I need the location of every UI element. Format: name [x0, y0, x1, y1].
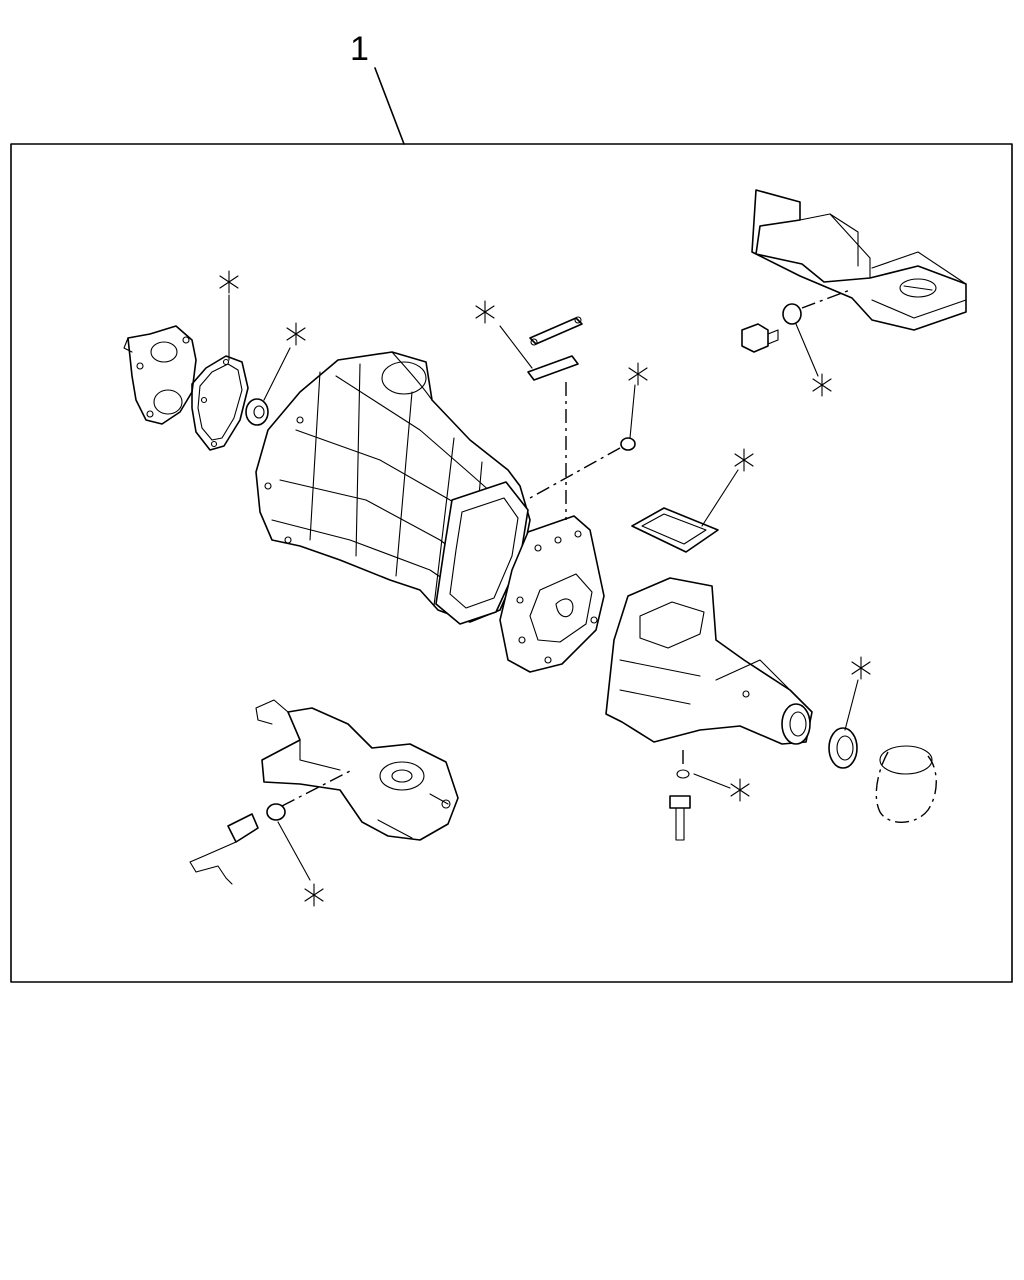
asterisk-icon	[730, 778, 750, 802]
asterisk-icon	[219, 270, 239, 294]
intermediate-plate	[499, 515, 605, 673]
leader-asterisk-link	[499, 325, 533, 369]
dust-cover	[875, 745, 937, 823]
retainer-gasket	[191, 355, 249, 451]
leader-asterisk-switchgasket	[277, 821, 311, 881]
asterisk-icon	[475, 300, 495, 324]
callout-leader-1	[374, 67, 405, 145]
leader-oring-to-case	[529, 447, 621, 499]
assembly-frame	[10, 143, 1013, 983]
rear-oil-seal	[828, 727, 858, 769]
callout-number-1: 1	[350, 30, 369, 68]
asterisk-icon	[851, 656, 871, 680]
extension-housing	[605, 577, 813, 745]
leader-asterisk-topgasket	[701, 469, 739, 527]
leader-asterisk-washer	[795, 323, 819, 377]
leader-asterisk-seal	[263, 347, 291, 401]
input-oil-seal	[245, 398, 269, 426]
leader-asterisk-rearseal	[844, 679, 859, 731]
mount-washer	[782, 303, 802, 325]
leader-asterisk-drain	[693, 773, 731, 789]
asterisk-icon	[628, 362, 648, 386]
backup-lamp-switch	[189, 813, 259, 885]
front-bearing-retainer	[123, 325, 197, 425]
asterisk-icon	[304, 883, 324, 907]
drain-plug	[669, 769, 691, 841]
asterisk-icon	[812, 373, 832, 397]
asterisk-icon	[286, 322, 306, 346]
shift-link	[527, 316, 583, 381]
leader-bolt-to-mount	[801, 289, 851, 309]
asterisk-icon	[734, 448, 754, 472]
mount-bolt	[741, 323, 779, 353]
shift-lever-housing	[255, 699, 459, 841]
transmission-case	[255, 351, 531, 625]
top-cover-gasket	[631, 507, 719, 553]
leader-asterisk-oring	[629, 384, 636, 439]
switch-gasket	[266, 803, 286, 821]
leader-switch-to-housing	[281, 769, 353, 807]
small-o-ring	[620, 437, 636, 451]
rear-crossmember	[751, 189, 967, 331]
